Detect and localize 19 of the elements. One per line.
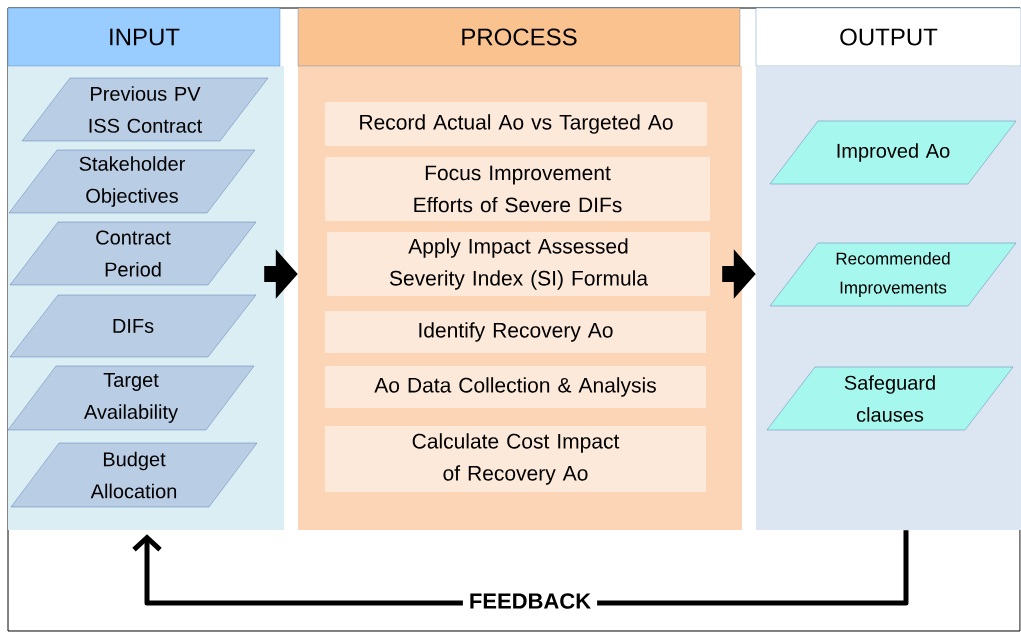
input-parallelogram: DIFs — [9, 294, 257, 358]
input-parallelogram: Budget Allocation — [10, 442, 258, 508]
input-parallelogram: Target Availability — [7, 365, 255, 431]
process-step-box: Calculate Cost Impact of Recovery Ao — [325, 426, 706, 492]
output-parallelogram: Recommended Improvements — [769, 242, 1017, 307]
node-label: INPUT — [110, 28, 180, 46]
process-step-box: Ao Data Collection & Analysis — [325, 366, 706, 408]
output-parallelogram: Safeguard clauses — [766, 366, 1014, 431]
process-step-box: Focus Improvement Efforts of Severe DIFs — [325, 157, 710, 221]
node-label: PROCESS — [462, 28, 577, 46]
input-parallelogram: Contract Period — [9, 221, 257, 286]
node-label: OUTPUT — [840, 28, 938, 46]
input-parallelogram: Previous PV ISS Contract — [21, 77, 269, 142]
process-step-box: Apply Impact Assessed Severity Index (SI) Formula — [327, 232, 710, 296]
output-parallelogram: Improved Ao — [769, 120, 1017, 185]
process-step-box: Identify Recovery Ao — [325, 311, 706, 353]
process-step-box: Record Actual Ao vs Targeted Ao — [325, 102, 707, 146]
input-parallelogram: Stakeholder Objectives — [8, 149, 256, 214]
edge-label: FEEDBACK — [462, 589, 598, 613]
